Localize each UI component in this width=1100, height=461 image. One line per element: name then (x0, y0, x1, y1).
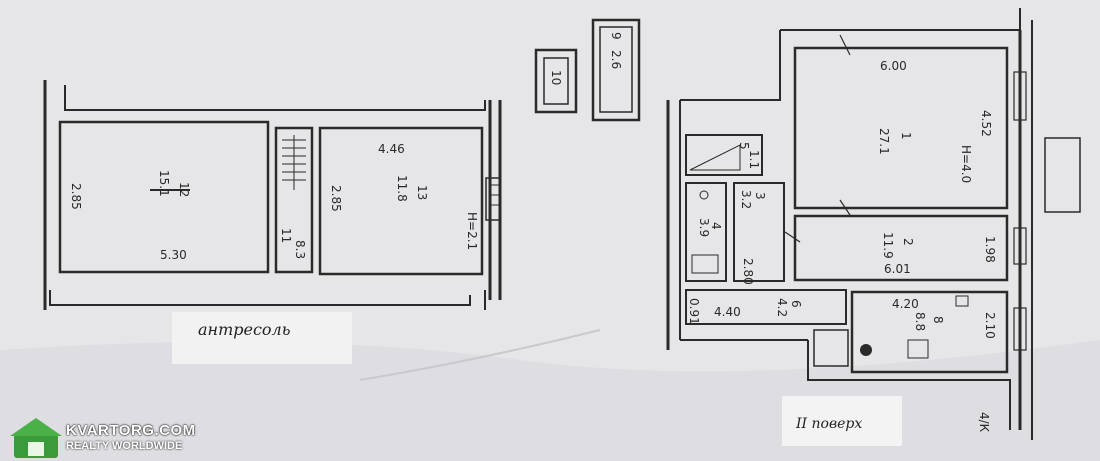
room-12-number: 12 (177, 182, 191, 197)
room-1-width: 4.52 (979, 110, 993, 137)
room-6-number: 6 (789, 300, 803, 308)
window-room-2 (1013, 227, 1027, 265)
house-icon (10, 418, 62, 458)
room-8-width: 2.10 (983, 312, 997, 339)
storage-9-area: 2.6 (609, 50, 623, 69)
room-5-number: 5 (737, 142, 751, 150)
room-1-length: 6.00 (880, 59, 907, 73)
storage-rooms (534, 18, 641, 122)
second-floor-plan (666, 8, 1081, 440)
room-11 (274, 126, 314, 274)
storage-9-number: 9 (609, 32, 623, 40)
paper-crease (359, 329, 601, 381)
room-5-area: 1.1 (747, 150, 761, 169)
room-12-length: 5.30 (160, 248, 187, 262)
room-2-length: 6.01 (884, 262, 911, 276)
room-8-length: 4.20 (892, 297, 919, 311)
room-2-width: 1.98 (983, 236, 997, 263)
room-2 (793, 214, 1009, 282)
storage-10 (534, 48, 578, 114)
second-floor-caption: II поверх (795, 416, 862, 432)
room-4-width: 2.80 (741, 258, 755, 285)
mezzanine-caption-patch (172, 312, 352, 364)
room-11-number: 11 (279, 228, 293, 243)
room-13-number: 13 (415, 185, 429, 200)
room-3-area: 3.2 (739, 190, 753, 209)
room-5 (685, 134, 763, 176)
watermark-logo: KVARTORG.COM REALTY WORLDWIDE (4, 416, 204, 460)
room-6-length: 4.40 (714, 305, 741, 319)
watermark-brand: KVARTORG.COM (66, 422, 196, 439)
room-13-width: 2.85 (329, 185, 343, 212)
room-3 (733, 182, 785, 282)
room-13-height: H=2.1 (465, 212, 479, 250)
room-1-number: 1 (899, 132, 913, 140)
room-4 (685, 182, 727, 282)
mezzanine-caption: антресоль (198, 320, 290, 339)
room-6-width: 0.91 (687, 298, 701, 325)
room-4-number: 4 (709, 222, 723, 230)
room-12-width: 2.85 (69, 183, 83, 210)
room-1 (793, 46, 1009, 210)
room-8 (850, 290, 1009, 374)
storage-9 (591, 18, 641, 122)
room-12-area: 15.1 (157, 170, 171, 197)
room-13-length: 4.46 (378, 142, 405, 156)
room-2-area: 11.9 (881, 232, 895, 259)
room-1-area: 27.1 (877, 128, 891, 155)
window-room-8 (1013, 307, 1027, 351)
room-2-number: 2 (901, 238, 915, 246)
mezzanine-window (485, 177, 501, 221)
mezzanine-plan (43, 80, 502, 310)
balcony (1044, 137, 1081, 213)
room-4-area: 3.9 (697, 218, 711, 237)
room-13 (318, 126, 484, 276)
storage-10-number: 10 (549, 70, 563, 85)
room-11-area: 8.3 (293, 240, 307, 259)
room-12 (58, 120, 270, 274)
room-3-number: 3 (753, 192, 767, 200)
axis-mark: 4/К (977, 412, 991, 433)
room-13-area: 11.8 (395, 175, 409, 202)
room-6-area: 4.2 (775, 298, 789, 317)
room-8-number: 8 (931, 316, 945, 324)
watermark-tagline: REALTY WORLDWIDE (66, 440, 183, 452)
window-room-1 (1013, 71, 1027, 121)
room-1-height: H=4.0 (959, 145, 973, 183)
room-6 (685, 289, 847, 325)
room-8-area: 8.8 (913, 312, 927, 331)
second-floor-caption-patch (782, 396, 902, 446)
